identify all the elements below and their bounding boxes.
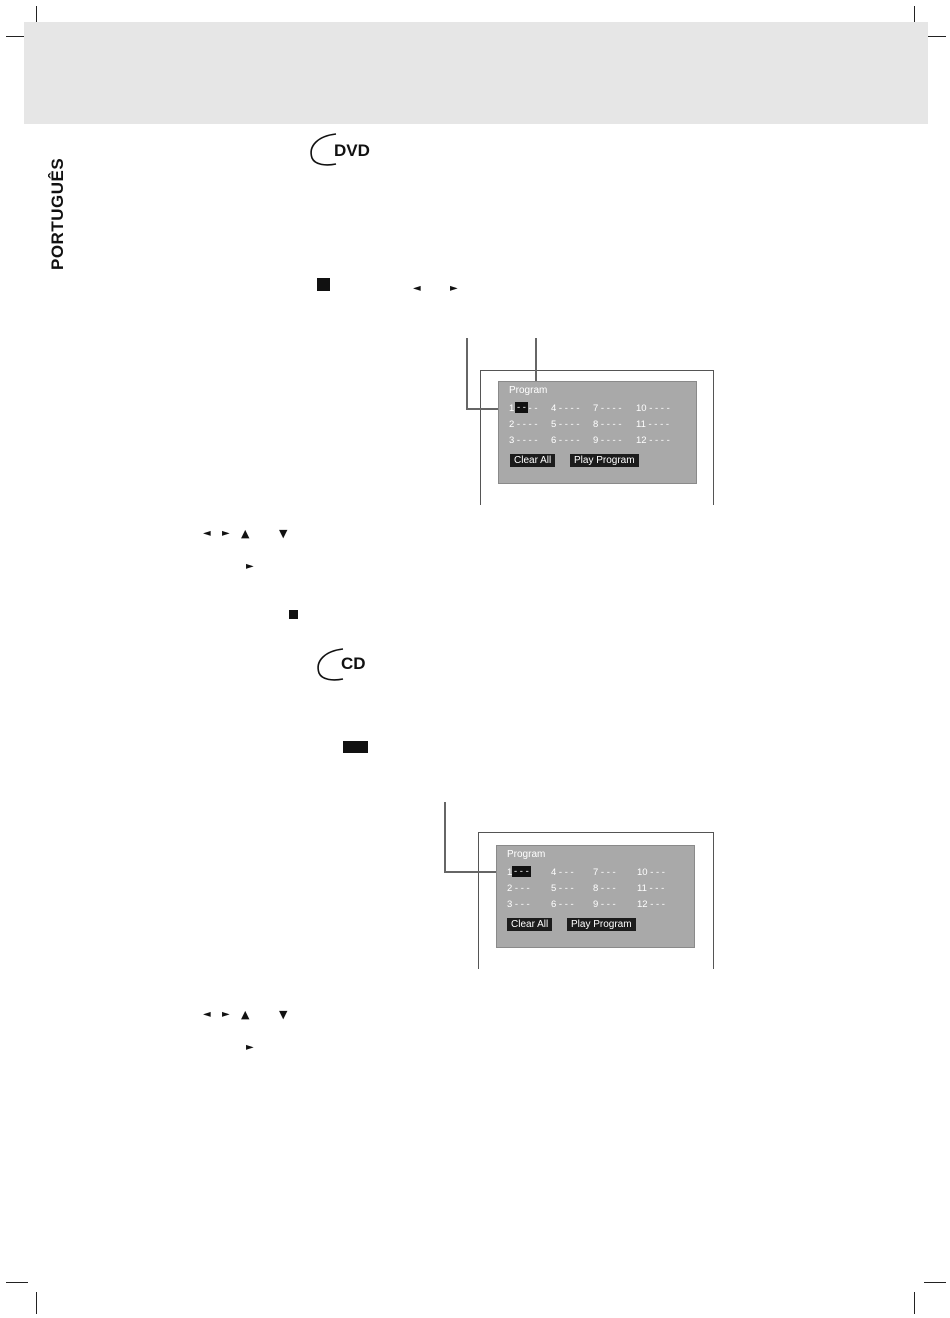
program-slot[interactable]: 2 - - - <box>507 883 530 894</box>
program-slot[interactable]: 6 - - - - <box>551 435 580 446</box>
cd-logo-text: CD <box>341 654 366 673</box>
left-arrow-icon: ◄ <box>413 283 421 294</box>
program-slot[interactable]: 2 - - - - <box>509 419 538 430</box>
program-slot-selected[interactable]: - - - <box>512 866 531 877</box>
up-arrow-icon: ▲ <box>241 1008 250 1021</box>
program-slot[interactable]: 6 - - - <box>551 899 574 910</box>
down-arrow-icon: ▼ <box>279 1008 288 1021</box>
clear-all-button[interactable]: Clear All <box>507 918 553 931</box>
crop-mark <box>914 1292 915 1314</box>
crop-mark <box>36 1292 37 1314</box>
program-slot-selected[interactable]: - - <box>515 402 528 413</box>
crop-mark <box>914 6 915 30</box>
crop-mark <box>924 36 946 37</box>
dvd-logo-icon <box>310 133 337 166</box>
program-slot[interactable]: 7 - - - <box>593 867 616 878</box>
cd-logo: CD <box>313 643 385 685</box>
callout-line <box>444 802 446 872</box>
dvd-logo-text: DVD <box>334 141 370 160</box>
crop-mark <box>6 1282 28 1283</box>
crop-mark <box>6 36 28 37</box>
stop-icon <box>289 610 298 619</box>
program-slot[interactable]: 7 - - - - <box>593 403 622 414</box>
program-slot[interactable]: 12 - - - - <box>636 435 670 446</box>
right-arrow-icon: ► <box>450 283 458 294</box>
osd-title: Program <box>509 385 548 396</box>
program-slot[interactable]: 3 - - - - <box>509 435 538 446</box>
callout-line <box>466 338 468 410</box>
header-band <box>24 22 928 124</box>
clear-all-button[interactable]: Clear All <box>510 454 556 467</box>
program-slot[interactable]: 8 - - - - <box>593 419 622 430</box>
right-arrow-icon: ► <box>222 528 230 539</box>
crop-mark <box>924 1282 946 1283</box>
cd-program-menu: Program 1 - - - - - - 2 - - - 3 - - - 4 … <box>496 845 695 948</box>
crop-mark <box>36 6 37 30</box>
program-slot[interactable]: 9 - - - <box>593 899 616 910</box>
program-slot[interactable]: 5 - - - <box>551 883 574 894</box>
play-program-button[interactable]: Play Program <box>570 454 639 467</box>
left-arrow-icon: ◄ <box>203 528 211 539</box>
callout-line <box>535 338 537 404</box>
down-arrow-icon: ▼ <box>279 527 288 540</box>
up-arrow-icon: ▲ <box>241 527 250 540</box>
program-slot[interactable]: 11 - - - <box>637 883 665 894</box>
cd-logo-icon <box>317 648 344 681</box>
stop-icon <box>317 278 330 291</box>
key-icon <box>343 741 368 753</box>
osd-title: Program <box>507 849 546 860</box>
right-arrow-icon: ► <box>246 561 254 572</box>
program-slot[interactable]: 8 - - - <box>593 883 616 894</box>
program-slot[interactable]: 9 - - - - <box>593 435 622 446</box>
program-slot[interactable]: 3 - - - <box>507 899 530 910</box>
dvd-screen-frame <box>480 370 714 505</box>
dvd-logo: DVD <box>306 128 386 170</box>
program-slot[interactable]: 10 - - - <box>637 867 665 878</box>
play-program-button[interactable]: Play Program <box>567 918 636 931</box>
program-slot[interactable]: 4 - - - - <box>551 403 580 414</box>
program-slot[interactable]: 10 - - - - <box>636 403 670 414</box>
dvd-program-menu: Program 1 - - - - - - 2 - - - - 3 - - - … <box>498 381 697 484</box>
callout-line <box>444 871 510 873</box>
language-tab: PORTUGUÊS <box>48 157 67 270</box>
program-slot[interactable]: 11 - - - - <box>636 419 670 430</box>
program-slot[interactable]: 5 - - - - <box>551 419 580 430</box>
right-arrow-icon: ► <box>246 1042 254 1053</box>
program-slot[interactable]: 12 - - - <box>637 899 665 910</box>
cd-screen-frame <box>478 832 714 969</box>
callout-line <box>466 408 514 410</box>
program-slot[interactable]: 4 - - - <box>551 867 574 878</box>
left-arrow-icon: ◄ <box>203 1009 211 1020</box>
right-arrow-icon: ► <box>222 1009 230 1020</box>
